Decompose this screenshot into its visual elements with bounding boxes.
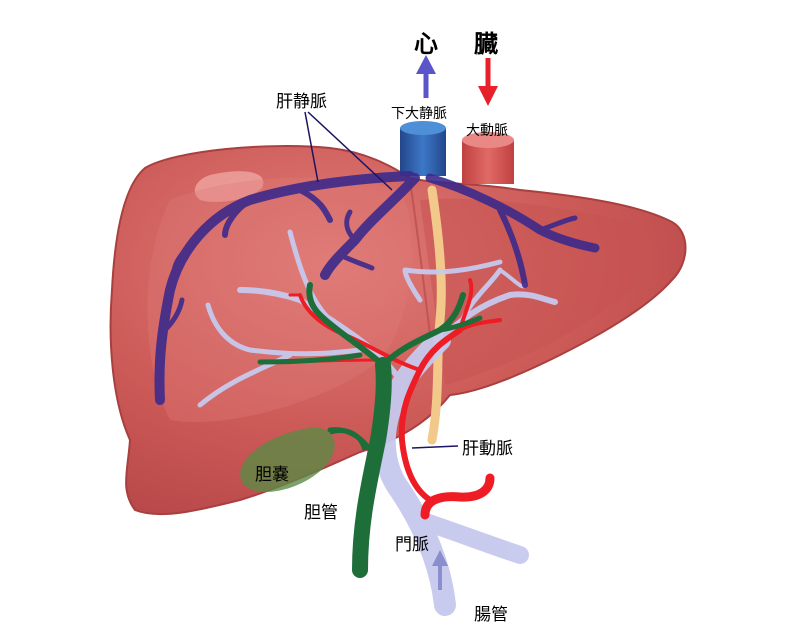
hepatic-vein-twig [537, 215, 578, 233]
bile-duct-branch [437, 315, 483, 333]
aorta-top [462, 132, 514, 148]
label-ivc: 下大静脈 [391, 106, 447, 122]
bile-duct-branch [306, 282, 386, 368]
portal-vein-branch [205, 302, 363, 357]
label-heart-1: 心 [414, 30, 438, 58]
leader-lines [304, 111, 459, 449]
hepatic-veins [154, 171, 600, 405]
hepatic-vein-twig [162, 297, 185, 333]
label-hepatic-artery: 肝動脈 [462, 439, 513, 459]
aorta [462, 132, 514, 184]
label-hepatic-vein: 肝静脈 [276, 92, 327, 112]
hepatic-vein-right [425, 173, 600, 253]
hepatic-vein-twig [172, 232, 203, 273]
leader-hepatic-vein-left [304, 111, 319, 183]
hepatic-vein-twig [222, 197, 253, 238]
arrow-from-heart-head [478, 86, 498, 106]
arrow-to-heart-head [416, 55, 436, 74]
ivc-top [400, 121, 446, 135]
label-portal-vein: 門脈 [395, 535, 429, 555]
hepatic-vein-twig [344, 209, 358, 243]
cystic-duct [329, 428, 368, 451]
gallbladder [240, 427, 368, 492]
leader-hepatic-artery [411, 445, 459, 449]
bile-duct-common [352, 357, 392, 578]
hepatic-vein-left [154, 171, 415, 405]
falciform-ligament [427, 185, 446, 445]
gallbladder-body [240, 427, 335, 492]
hepatic-vein-twig [337, 252, 375, 271]
heart-arrows [416, 55, 498, 106]
label-aorta: 大動脈 [466, 123, 508, 139]
portal-vein-branch [287, 229, 333, 323]
label-intestine: 腸管 [474, 605, 508, 625]
hepatic-artery-branch [458, 318, 502, 332]
inferior-vena-cava [400, 121, 446, 176]
hepatic-artery-main [398, 327, 463, 503]
portal-vein-branch [411, 511, 529, 564]
portal-flow-arrowhead [432, 550, 448, 566]
hepatic-artery-trunk [420, 473, 495, 520]
liver-highlight [194, 171, 264, 202]
ivc-tube [400, 128, 446, 176]
bile-duct-branch [257, 352, 363, 365]
label-heart-2: 臓 [474, 30, 498, 58]
portal-vein-branch [402, 259, 503, 303]
portal-vein-trunk [373, 329, 456, 616]
label-bile-duct: 胆管 [304, 503, 338, 523]
hepatic-vein-twig [497, 207, 528, 288]
leader-hepatic-vein-right [307, 111, 393, 191]
label-gallbladder: 胆嚢 [255, 465, 289, 485]
hepatic-vein-twig [297, 187, 333, 223]
